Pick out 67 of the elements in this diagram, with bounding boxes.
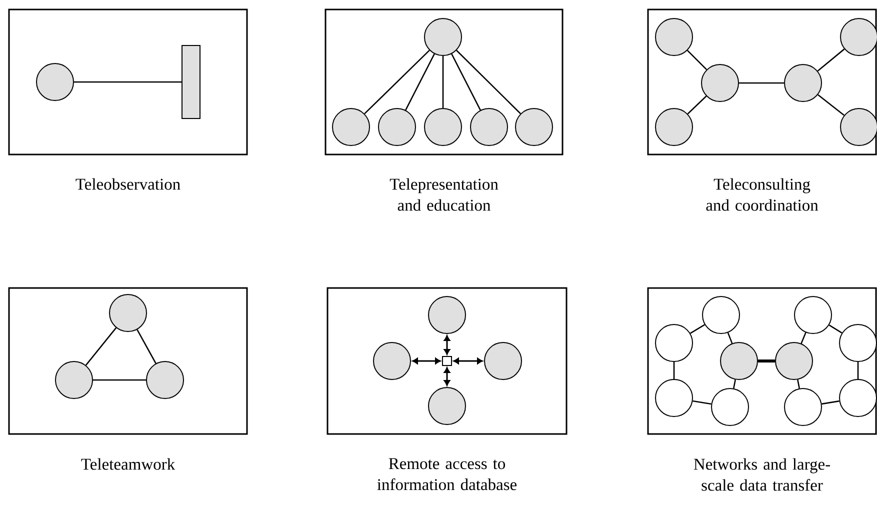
circle bbox=[655, 18, 693, 56]
circle bbox=[484, 342, 522, 380]
circle bbox=[424, 18, 462, 56]
circle bbox=[711, 388, 749, 426]
circle bbox=[655, 324, 693, 362]
connector-line bbox=[74, 81, 182, 83]
connector-line bbox=[739, 82, 784, 84]
connector-line bbox=[857, 362, 859, 379]
connector-line bbox=[687, 96, 707, 114]
connector-line bbox=[758, 360, 775, 362]
connector-line bbox=[456, 50, 521, 114]
circle bbox=[36, 63, 74, 101]
connector-line bbox=[405, 54, 435, 110]
circle bbox=[515, 108, 553, 146]
connector-line bbox=[828, 324, 842, 334]
panel-label: Telepresentation and education bbox=[390, 178, 498, 211]
circle bbox=[373, 342, 411, 380]
connector-line bbox=[136, 329, 156, 364]
circle bbox=[784, 388, 822, 426]
connector-line bbox=[93, 379, 146, 381]
connector-line bbox=[673, 362, 675, 379]
circle bbox=[701, 64, 739, 102]
circle bbox=[840, 18, 877, 56]
panel-label: Teleteamwork bbox=[81, 458, 176, 470]
circle bbox=[428, 387, 466, 425]
circle bbox=[428, 296, 466, 334]
connector-line bbox=[85, 327, 117, 366]
circle bbox=[109, 294, 147, 332]
arrow bbox=[444, 367, 450, 386]
circle bbox=[470, 108, 508, 146]
bar bbox=[182, 45, 200, 119]
connector-line bbox=[733, 380, 736, 388]
connector-line bbox=[451, 54, 481, 110]
connector-line bbox=[822, 400, 840, 405]
circle bbox=[655, 108, 693, 146]
panel-label: Networks and large-scale data transfer bbox=[694, 458, 830, 491]
circle bbox=[794, 296, 832, 334]
arrow bbox=[444, 335, 450, 355]
circle bbox=[775, 342, 813, 380]
panel-label: Teleobservation bbox=[76, 178, 180, 190]
connector-line bbox=[686, 50, 708, 70]
circle bbox=[655, 379, 693, 417]
circle bbox=[332, 108, 370, 146]
connector-line bbox=[800, 332, 806, 344]
connector-line bbox=[442, 56, 444, 108]
connector-line bbox=[817, 48, 845, 72]
connector-line bbox=[364, 50, 430, 114]
circle bbox=[840, 108, 877, 146]
arrow bbox=[453, 358, 483, 364]
circle bbox=[720, 342, 758, 380]
circle bbox=[378, 108, 416, 146]
connector-line bbox=[690, 324, 706, 334]
circle bbox=[424, 108, 462, 146]
circle bbox=[839, 324, 877, 362]
connector-line bbox=[692, 400, 712, 405]
connector-line bbox=[818, 94, 844, 116]
arrow bbox=[412, 358, 441, 364]
connector-line bbox=[727, 332, 733, 344]
circle bbox=[55, 361, 93, 399]
panel-label: Teleconsulting and coordination bbox=[706, 178, 818, 211]
connector-line bbox=[797, 380, 800, 388]
panel-label: Remote access to information database bbox=[377, 458, 517, 490]
circle bbox=[839, 379, 877, 417]
circle bbox=[784, 64, 822, 102]
small-square bbox=[442, 356, 452, 366]
circle bbox=[146, 361, 184, 399]
circle bbox=[702, 296, 740, 334]
